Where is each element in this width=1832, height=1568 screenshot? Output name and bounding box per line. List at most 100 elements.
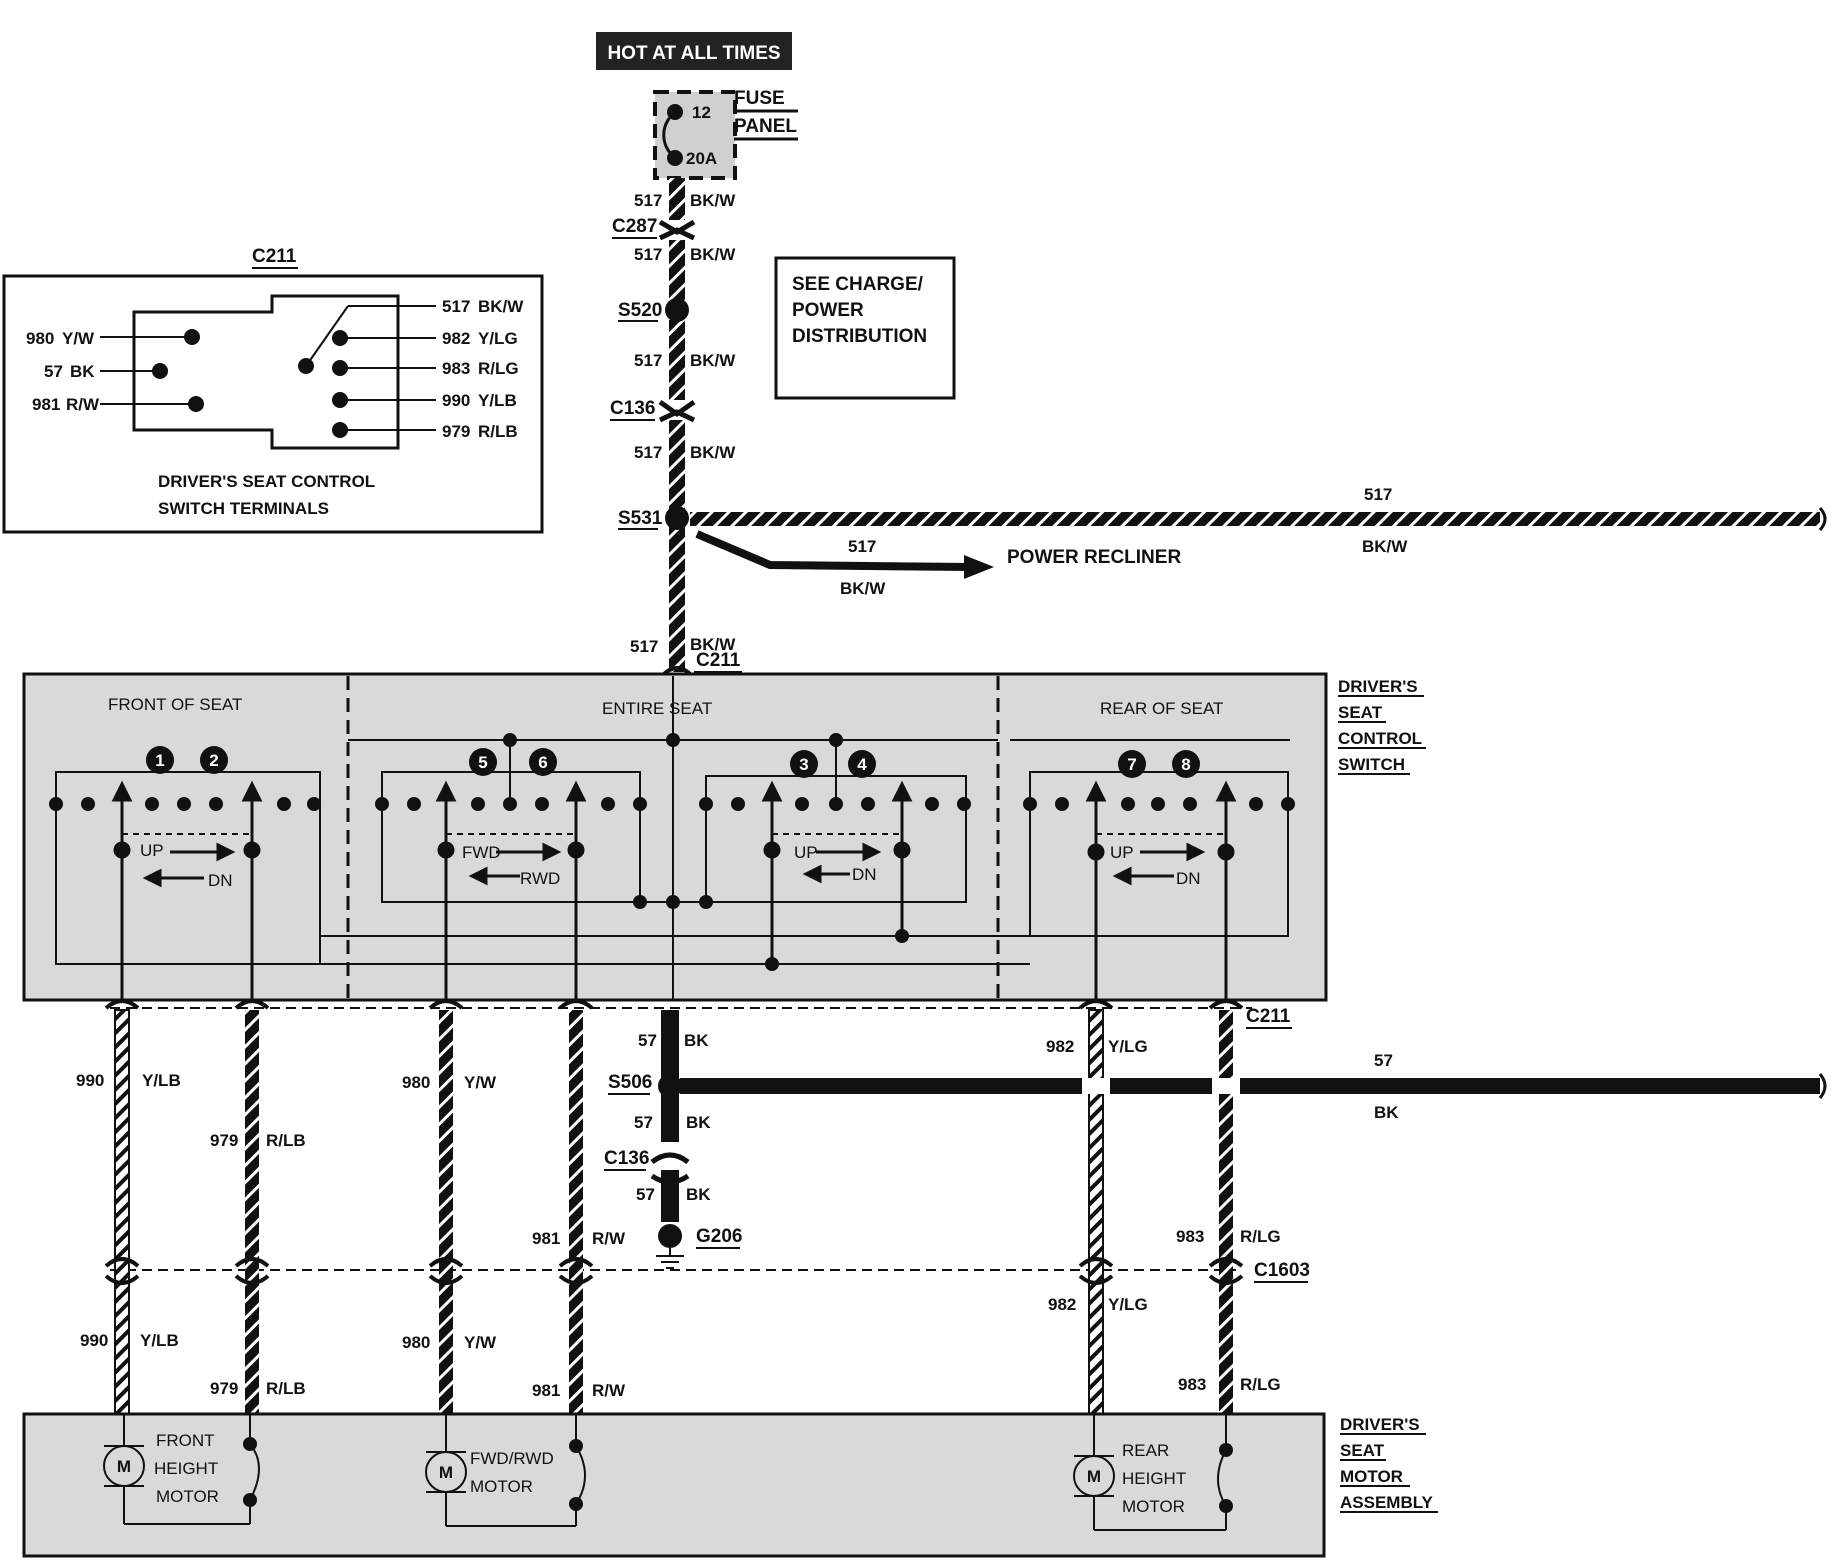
wire-517-circuit-3: 517: [634, 351, 662, 370]
entire-fwd-label: FWD: [462, 843, 501, 862]
terminal-box: [2, 274, 544, 534]
badge-3-label: 3: [799, 755, 808, 774]
badge-3: [790, 750, 818, 778]
term-right-982-circuit: 982: [442, 329, 470, 348]
badge-7-label: 7: [1127, 755, 1136, 774]
wire-517-circuit-5: 517: [630, 637, 658, 656]
wire-517-branch-circuit: 517: [1364, 485, 1392, 504]
badge-4: [848, 750, 876, 778]
entire-up-label: UP: [794, 843, 818, 862]
hot-at-all-times-box: [596, 32, 792, 70]
wire-982-color-1: Y/LG: [1108, 1037, 1148, 1056]
wire-979-color-1: R/LB: [266, 1131, 306, 1150]
wire-57-color-3: BK: [686, 1185, 711, 1204]
term-left-980-color: Y/W: [62, 329, 95, 348]
fuse-number: 12: [692, 103, 711, 122]
wire-57-circuit-2: 57: [634, 1113, 653, 1132]
badge-1: [146, 746, 174, 774]
term-left-980-circuit: 980: [26, 329, 54, 348]
lower-wires: [114, 1009, 1233, 1415]
badge-6: [529, 748, 557, 776]
rear-motor-label-2: HEIGHT: [1122, 1469, 1186, 1488]
seat-control-switch: [22, 672, 1328, 1002]
hot-at-all-times-label: HOT AT ALL TIMES: [607, 43, 780, 64]
c211-bottom-label: C211: [1246, 1006, 1291, 1027]
wire-990-circuit-2: 990: [80, 1331, 108, 1350]
c136-label-lower: C136: [604, 1148, 649, 1169]
term-right-990-color: Y/LB: [478, 391, 517, 410]
wire-983-circuit-1: 983: [1176, 1227, 1204, 1246]
wire-981-color-2: R/W: [592, 1381, 626, 1400]
recliner-color: BK/W: [840, 579, 886, 598]
badge-8: [1172, 750, 1200, 778]
badge-6-label: 6: [538, 753, 547, 772]
switch-label-1: DRIVER'S: [1338, 677, 1418, 696]
wire-979-circuit-2: 979: [210, 1379, 238, 1398]
wire-980-circuit-1: 980: [402, 1073, 430, 1092]
wire-57-circuit-1: 57: [638, 1031, 657, 1050]
term-right-982-color: Y/LG: [478, 329, 518, 348]
wire-983-circuit-2: 983: [1178, 1375, 1206, 1394]
wire-517-branch-color: BK/W: [1362, 537, 1408, 556]
wire-990-color-1: Y/LB: [142, 1071, 181, 1090]
rear-motor-label-3: MOTOR: [1122, 1497, 1185, 1516]
wire-981-circuit-2: 981: [532, 1381, 560, 1400]
assembly-label-3: MOTOR: [1340, 1467, 1403, 1486]
terminal-caption-1: DRIVER'S SEAT CONTROL: [158, 472, 375, 491]
c136-label-upper: C136: [610, 398, 655, 419]
fwdrwd-motor-label-1: FWD/RWD: [470, 1449, 554, 1468]
wire-57-branch-color: BK: [1374, 1103, 1399, 1122]
see-charge-box: [774, 256, 956, 400]
wire-517-color-4: BK/W: [690, 443, 736, 462]
wire-982-color-2: Y/LG: [1108, 1295, 1148, 1314]
front-motor-symbol: M: [117, 1457, 131, 1476]
s506-splice: [658, 1074, 682, 1098]
terminal-pins: [100, 305, 436, 438]
badge-7: [1118, 750, 1146, 778]
recliner-label: POWER RECLINER: [1007, 547, 1181, 568]
fuse-panel-label-1: FUSE: [734, 88, 785, 109]
term-right-979-circuit: 979: [442, 422, 470, 441]
wire-517-color-3: BK/W: [690, 351, 736, 370]
term-left-981-circuit: 981: [32, 395, 60, 414]
power-recliner-wire: [695, 530, 994, 579]
recliner-circuit: 517: [848, 537, 876, 556]
s520-label: S520: [618, 300, 662, 321]
switch-wipers: [111, 780, 1237, 1000]
rear-up-label: UP: [1110, 843, 1134, 862]
wire-979-circuit-1: 979: [210, 1131, 238, 1150]
wire-57-branch-circuit: 57: [1374, 1051, 1393, 1070]
rear-motor-label-1: REAR: [1122, 1441, 1169, 1460]
term-right-979-color: R/LB: [478, 422, 518, 441]
term-right-983-circuit: 983: [442, 359, 470, 378]
s520-splice: [665, 298, 689, 322]
see-charge-line3: DISTRIBUTION: [792, 326, 927, 347]
wire-982-circuit-2: 982: [1048, 1295, 1076, 1314]
wire-57-color-1: BK: [684, 1031, 709, 1050]
wire-982-circuit-1: 982: [1046, 1037, 1074, 1056]
assembly-label-2: SEAT: [1340, 1441, 1385, 1460]
badge-5-label: 5: [478, 753, 487, 772]
wire-517-circuit-1: 517: [634, 191, 662, 210]
front-dn-label: DN: [208, 871, 233, 890]
rear-height-motor: [1073, 1414, 1227, 1531]
see-charge-line2: POWER: [792, 300, 864, 321]
wire-517-color-5: BK/W: [690, 635, 736, 654]
badge-2: [200, 746, 228, 774]
wire-517-circuit-2: 517: [634, 245, 662, 264]
seat-motor-assembly: [22, 1412, 1326, 1558]
direction-arrows: [142, 842, 1206, 888]
front-up-label: UP: [140, 841, 164, 860]
term-right-517-circuit: 517: [442, 297, 470, 316]
fwdrwd-motor-symbol: M: [439, 1463, 453, 1482]
switch-label-4: SWITCH: [1338, 755, 1405, 774]
section-entire: ENTIRE SEAT: [602, 699, 712, 718]
c287-connector: [658, 219, 696, 241]
assembly-label-4: ASSEMBLY: [1340, 1493, 1434, 1512]
see-charge-line1: SEE CHARGE/: [792, 274, 924, 295]
wire-990-color-2: Y/LB: [140, 1331, 179, 1350]
rear-dn-label: DN: [1176, 869, 1201, 888]
wire-980-color-2: Y/W: [464, 1333, 497, 1352]
c211-top-label: C211: [696, 650, 741, 671]
